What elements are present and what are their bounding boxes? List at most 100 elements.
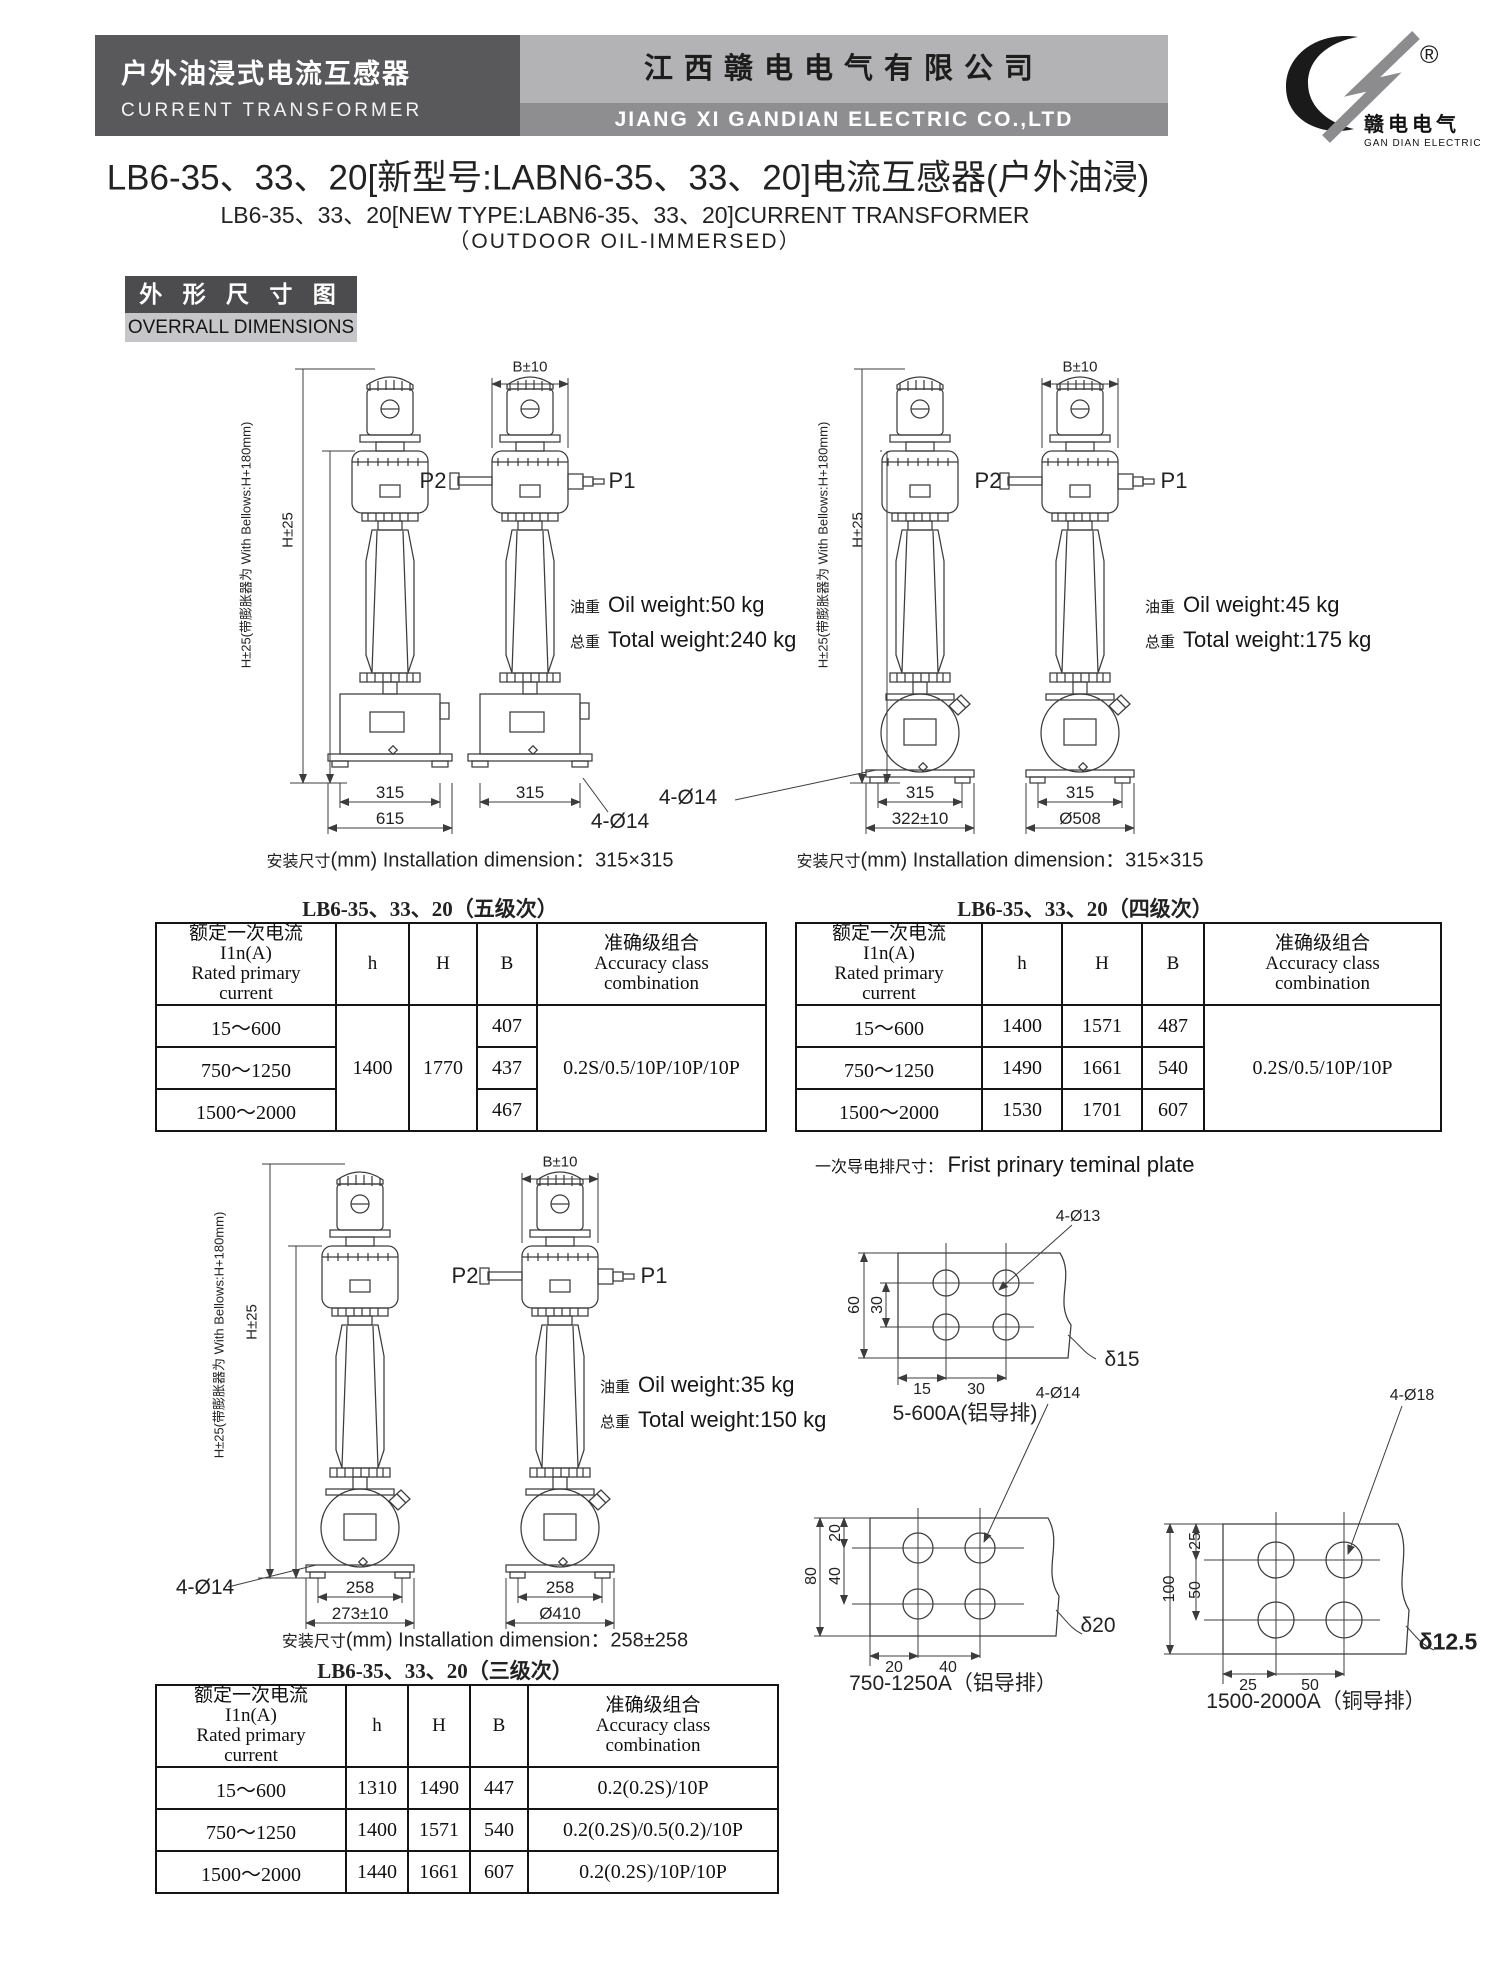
drawing-group3 (227, 1163, 635, 1629)
cell-acc: 0.2(0.2S)/10P (527, 1766, 779, 1810)
cell-H: 1490 (407, 1766, 471, 1810)
plate1-b1: 15 (913, 1381, 931, 1398)
plate2-top: 20 (827, 1524, 844, 1542)
col-header-H: H (1061, 922, 1143, 1006)
table-title-5: LB6-35、33、20（五级次） (302, 897, 558, 921)
dim-315-g2a: 315 (905, 783, 935, 802)
cell-current: 15～600 (155, 1766, 347, 1810)
plate3-top: 25 (1187, 1532, 1204, 1550)
cell-B: 540 (469, 1808, 529, 1852)
cell-H: 1661 (1061, 1046, 1143, 1090)
cell-h: 1530 (981, 1088, 1063, 1132)
plate3-v2: 50 (1187, 1581, 1204, 1599)
plate1-thickness: δ15 (1104, 1348, 1140, 1371)
cell-h: 1310 (345, 1766, 409, 1810)
dim-615-g1: 615 (375, 809, 405, 828)
company-name-cn: 江西赣电电气有限公司 (520, 35, 1168, 103)
cell-h-merged: 1400 (335, 1004, 410, 1132)
oil-weight: Oil weight:50 kg (608, 592, 765, 617)
page-subtitle-en2: （OUTDOOR OIL-IMMERSED） (448, 230, 802, 253)
dim-h-bellows-g2: H±25(带膨胀器为 With Bellows:H+180mm) (815, 421, 831, 669)
terminal-p2-g3: P2 (451, 1263, 479, 1288)
plate1-v1: 60 (846, 1296, 863, 1314)
cell-current: 750～1250 (155, 1046, 337, 1090)
terminal-title-cn: 一次导电排尺寸： (815, 1159, 944, 1176)
plate1-label: 5-600A(铝导排) (892, 1402, 1038, 1425)
product-title-en: CURRENT TRANSFORMER (121, 100, 423, 121)
col-header-h: h (345, 1684, 409, 1768)
install-caption-g3: 安装尺寸(mm) Installation dimension：258±258 (281, 1629, 689, 1652)
table-title-3: LB6-35、33、20（三级次） (317, 1659, 573, 1683)
cell-current: 750～1250 (795, 1046, 983, 1090)
cell-B: 407 (476, 1004, 538, 1048)
cell-B: 437 (476, 1046, 538, 1090)
cell-h: 1400 (981, 1004, 1063, 1048)
plate3-holes: 4-Ø18 (1389, 1387, 1435, 1404)
dim-258-g3b: 258 (545, 1578, 575, 1597)
dim-holes-g3: 4-Ø14 (175, 1576, 235, 1599)
cell-acc: 0.2(0.2S)/10P/10P (527, 1850, 779, 1894)
drawing-group1 (290, 368, 609, 834)
dim-h25-g2: H±25 (849, 512, 867, 548)
cell-current: 1500～2000 (155, 1088, 337, 1132)
col-header-H: H (408, 922, 478, 1006)
col-header-B: B (469, 1684, 529, 1768)
col-header-B: B (476, 922, 538, 1006)
plate1-holes: 4-Ø13 (1055, 1208, 1101, 1225)
dim-315-g1b: 315 (515, 783, 545, 802)
cell-acc-merged: 0.2S/0.5/10P/10P (1203, 1004, 1442, 1132)
plate2-thickness: δ20 (1080, 1614, 1116, 1637)
install-caption-g1: 安装尺寸(mm) Installation dimension：315×315 (266, 849, 674, 872)
drawing-group2 (734, 368, 1155, 834)
terminal-p2-g2: P2 (974, 468, 1002, 493)
col-header-h: h (981, 922, 1063, 1006)
dim-322-g2: 322±10 (891, 809, 949, 828)
cell-B: 607 (1141, 1088, 1205, 1132)
logo-text-cn: 赣电电气 (1364, 112, 1460, 136)
header-product-box: 户外油浸式电流互感器 CURRENT TRANSFORMER (95, 35, 520, 136)
dim-b-g3: B±10 (542, 1153, 578, 1171)
dim-h-bellows-g3: H±25(带膨胀器为 With Bellows:H+180mm) (211, 1211, 227, 1459)
cell-h: 1490 (981, 1046, 1063, 1090)
page-subtitle-en: LB6-35、33、20[NEW TYPE:LABN6-35、33、20]CUR… (220, 202, 1030, 228)
cell-current: 15～600 (155, 1004, 337, 1048)
cell-current: 1500～2000 (155, 1850, 347, 1894)
terminal-title-en: Frist prinary teminal plate (947, 1152, 1195, 1177)
col-header-B: B (1141, 922, 1205, 1006)
cell-H: 1571 (1061, 1004, 1143, 1048)
total-label-cn: 总重 (570, 634, 601, 651)
gy-logo-icon (1286, 31, 1420, 143)
table-title-4: LB6-35、33、20（四级次） (957, 897, 1213, 921)
dim-258-g3a: 258 (345, 1578, 375, 1597)
dim-508-g2: Ø508 (1059, 809, 1101, 828)
col-header-H: H (407, 1684, 471, 1768)
plate2-label: 750-1250A（铝导排） (849, 1672, 1057, 1695)
company-name-en: JIANG XI GANDIAN ELECTRIC CO.,LTD (520, 103, 1168, 136)
plate1-v2: 30 (869, 1296, 886, 1314)
dim-h25-g1: H±25 (279, 512, 297, 548)
cell-H: 1701 (1061, 1088, 1143, 1132)
dim-holes-g1: 4-Ø14 (590, 810, 650, 833)
cell-current: 750～1250 (155, 1808, 347, 1852)
cell-acc: 0.2(0.2S)/0.5(0.2)/10P (527, 1808, 779, 1852)
cell-current: 1500～2000 (795, 1088, 983, 1132)
oil-label-cn: 油重 (570, 599, 601, 616)
section-title-en: OVERRALL DIMENSIONS (125, 313, 357, 342)
cell-B: 607 (469, 1850, 529, 1894)
registered-mark: ® (1420, 41, 1439, 69)
dim-h-bellows-g1: H±25(带膨胀器为 With Bellows:H+180mm) (238, 421, 254, 669)
plate2-holes: 4-Ø14 (1035, 1385, 1081, 1402)
terminal-p1-g3: P1 (640, 1263, 668, 1288)
cell-H: 1571 (407, 1808, 471, 1852)
install-caption-g2: 安装尺寸(mm) Installation dimension：315×315 (796, 849, 1204, 872)
plate3-v1: 100 (1161, 1575, 1178, 1603)
dim-410-g3: Ø410 (539, 1604, 581, 1623)
dim-holes-g2: 4-Ø14 (658, 786, 718, 809)
